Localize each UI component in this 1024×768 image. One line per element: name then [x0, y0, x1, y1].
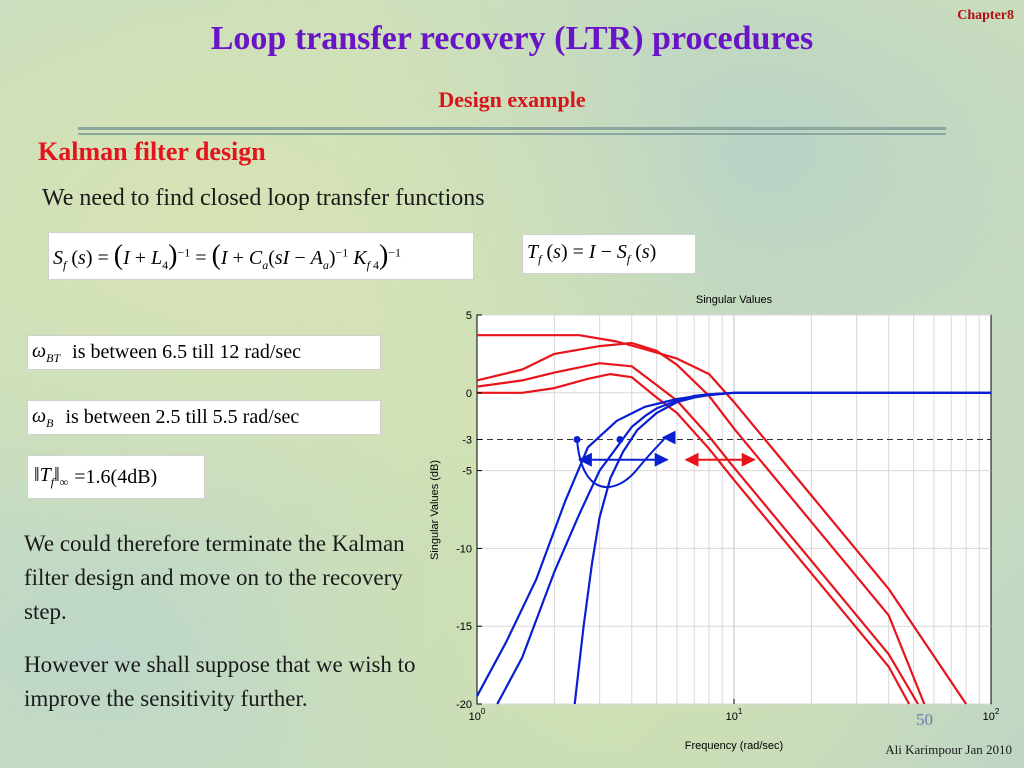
intro-text: We need to find closed loop transfer fun… [42, 185, 485, 211]
paragraph-improve: However we shall suppose that we wish to… [24, 652, 416, 711]
x-axis-label: Frequency (rad/sec) [685, 740, 783, 752]
slide-subtitle: Design example [438, 87, 586, 112]
x-tick-label: 100 [469, 707, 486, 723]
tf-norm-symbol: ‖Tf‖∞ [34, 464, 69, 489]
tf-norm-value: =1.6(4dB) [74, 465, 158, 488]
footer-author: Ali Karimpour Jan 2010 [885, 742, 1012, 757]
chapter-label: Chapter8 [957, 8, 1014, 23]
y-tick-label: -3 [462, 434, 472, 446]
annotation-layer [573, 430, 756, 489]
y-tick-label: -15 [456, 621, 472, 633]
x-tick-labels: 100 101 102 [469, 699, 1000, 723]
omega-bt-symbol: ωBT [32, 339, 61, 365]
page-number: 50 [916, 710, 933, 729]
x-tick-label: 101 [726, 707, 743, 723]
y-tick-label: -5 [462, 466, 472, 478]
y-tick-label: -20 [456, 699, 472, 711]
omega-bt-box: ωBT is between 6.5 till 12 rad/sec [27, 335, 381, 370]
series-layer [476, 334, 991, 705]
y-tick-label: 0 [466, 388, 472, 400]
red-series-line-3 [476, 362, 919, 705]
blue-series-line-7 [573, 391, 991, 705]
complementary-sensitivity-equation: Tf (s) = I − Sf (s) [522, 234, 696, 274]
tf-infinity-norm-box: ‖Tf‖∞ =1.6(4dB) [27, 455, 205, 499]
y-axis-label: Singular Values (dB) [429, 460, 441, 560]
chart-title: Singular Values [696, 294, 773, 306]
omega-b-box: ωB is between 2.5 till 5.5 rad/sec [27, 400, 381, 435]
y-tick-label: -10 [456, 543, 472, 555]
y-tick-label: 5 [466, 310, 472, 322]
omega-bt-text: is between 6.5 till 12 rad/sec [72, 341, 301, 363]
red-series-line-4 [477, 372, 911, 705]
red-series-line-2 [476, 341, 926, 705]
bandwidth-marker-dot [573, 435, 581, 443]
x-tick-label: 102 [983, 707, 1000, 723]
omega-b-text: is between 2.5 till 5.5 rad/sec [65, 406, 300, 428]
sensitivity-equation: Sf (s) = (I + L4)−1 = (I + Ca(sI − Aa)−1… [48, 232, 474, 280]
omega-b-symbol: ωB [32, 404, 54, 430]
section-heading: Kalman filter design [38, 137, 266, 166]
paragraph-terminate: We could therefore terminate the Kalman … [24, 531, 405, 624]
title-divider [78, 127, 946, 135]
slide-title: Loop transfer recovery (LTR) procedures [210, 20, 814, 57]
y-tick-labels: 5 0 -3 -5 -10 -15 -20 [456, 310, 482, 711]
bandwidth-marker-dot [616, 435, 624, 443]
blue-loop-arrow [576, 430, 676, 489]
red-series-line-1 [477, 334, 968, 705]
